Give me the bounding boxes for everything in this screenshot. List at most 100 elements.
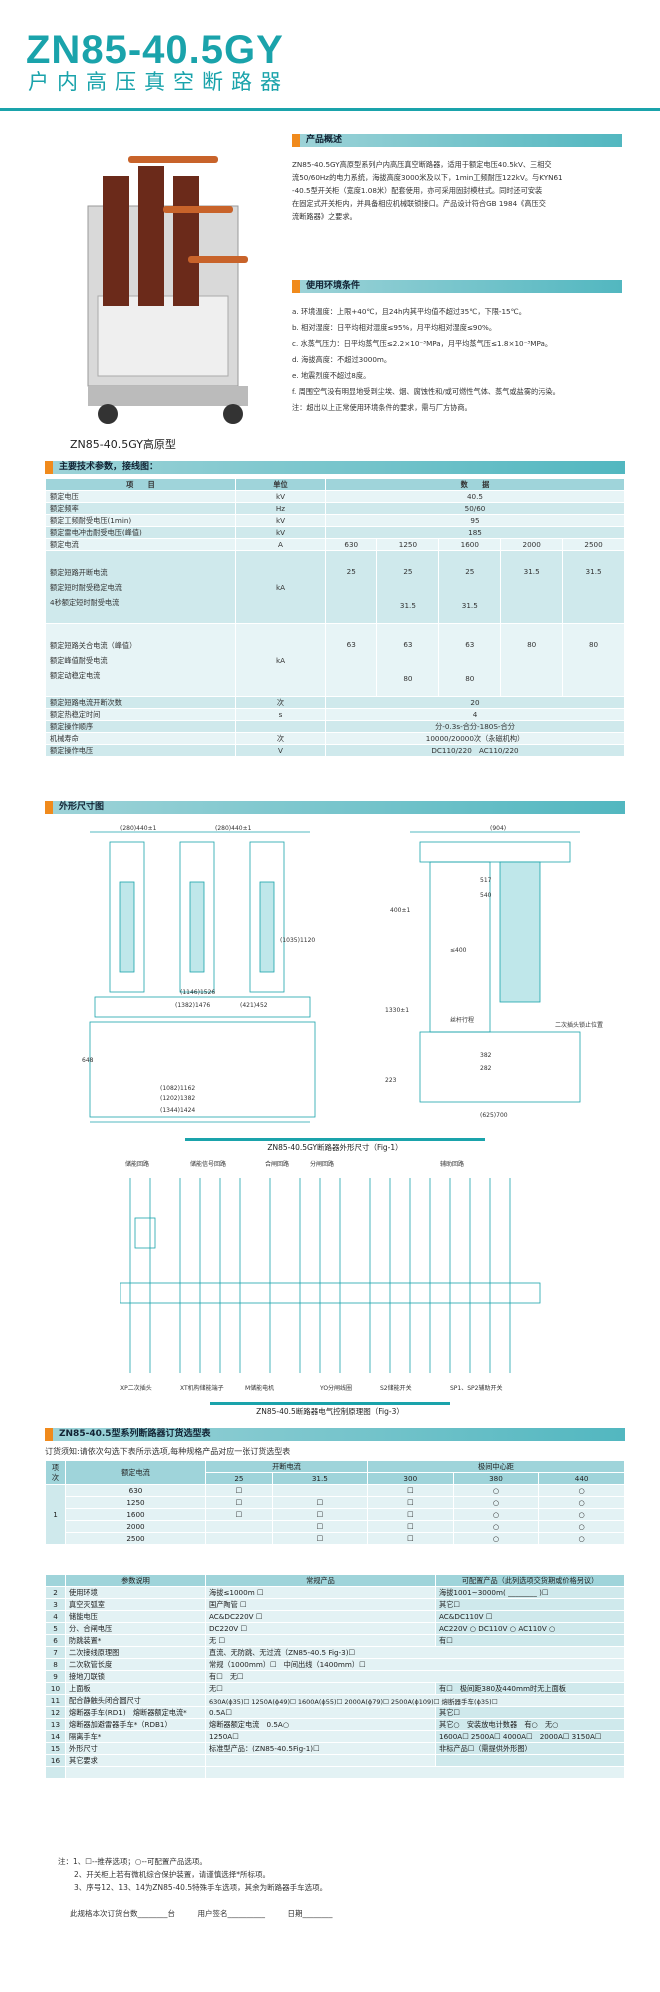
circuit-label: 合闸回路 (265, 1160, 289, 1168)
circuit-label: XP二次插头 (120, 1384, 152, 1392)
cell: 31.5 (562, 550, 625, 624)
radio[interactable]: ○ (538, 1496, 625, 1509)
checkbox[interactable]: ☐ (366, 1520, 454, 1533)
order-heading-text: ZN85-40.5型系列断路器订货选型表 (59, 1429, 211, 1439)
fig3-rule (210, 1402, 450, 1405)
circuit-label: 分闸回路 (310, 1160, 334, 1168)
dim-label: 二次插头锁止位置 (555, 1021, 603, 1029)
option-cell[interactable]: 有☐ 极间距380及440mm时无上面板 (435, 1682, 625, 1695)
checkbox[interactable]: ☐ (205, 1496, 273, 1509)
option-cell[interactable]: 1250A☐ (205, 1730, 436, 1743)
side-view-drawing: (904) 517 540 400±1 ≤400 1330±1 223 382 … (385, 825, 603, 1119)
radio[interactable]: ○ (452, 1520, 540, 1533)
checkbox[interactable]: ☐ (366, 1508, 454, 1521)
option-cell[interactable]: 有☐ 无☐ (205, 1670, 625, 1683)
option-cell[interactable]: AC&DC220V ☐ (205, 1610, 436, 1623)
cell: DC110/220 AC110/220 (325, 744, 625, 757)
radio[interactable]: ○ (538, 1508, 625, 1521)
cell: 1250 (65, 1496, 206, 1509)
checkbox[interactable]: ☐ (205, 1484, 273, 1497)
option-cell[interactable]: 熔断器额定电流 0.5A○ (205, 1718, 436, 1731)
dim-label: (1202)1382 (160, 1095, 195, 1102)
order-footer[interactable]: 此规格本次订货台数________台 用户签名__________ 日期____… (70, 1909, 333, 1918)
option-cell[interactable]: 直流、无防跳、无过流（ZN85-40.5 Fig-3)☐ (205, 1646, 625, 1659)
cell (271, 1484, 368, 1497)
radio[interactable]: ○ (452, 1496, 540, 1509)
option-cell[interactable] (435, 1754, 625, 1767)
option-cell[interactable] (205, 1754, 436, 1767)
radio[interactable]: ○ (538, 1484, 625, 1497)
option-cell[interactable]: 其它○ 安装放电计数器 有○ 无○ (435, 1718, 625, 1731)
option-cell[interactable]: 标准型产品：(ZN85-40.5Fig-1)☐ (205, 1742, 436, 1755)
radio[interactable]: ○ (452, 1532, 540, 1545)
table-row: 2500☐☐○○ (46, 1532, 625, 1545)
option-cell[interactable]: AC&DC110V ☐ (435, 1610, 625, 1623)
checkbox[interactable]: ☐ (271, 1496, 368, 1509)
cell: 分-0.3s-合分-180S-合分 (325, 720, 625, 733)
cell: 次 (235, 696, 326, 709)
radio[interactable]: ○ (452, 1508, 540, 1521)
dim-label: 382 (480, 1052, 492, 1059)
option-cell[interactable]: 无 ☐ (205, 1634, 436, 1647)
checkbox[interactable]: ☐ (366, 1496, 454, 1509)
checkbox[interactable]: ☐ (205, 1508, 273, 1521)
option-cell[interactable]: 0.5A☐ (205, 1706, 436, 1719)
table-row[interactable] (45, 1766, 625, 1779)
dim-label: (280)440±1 (215, 825, 252, 832)
cell: 额定工频耐受电压(1min) (45, 514, 236, 527)
option-cell[interactable]: AC220V ○ DC110V ○ AC110V ○ (435, 1622, 625, 1635)
value: 80 (588, 640, 599, 649)
cell: 接地刀联锁 (65, 1670, 206, 1683)
value: 25 (403, 567, 413, 576)
option-cell[interactable]: 常规（1000mm）☐ 中间出线（1400mm）☐ (205, 1658, 625, 1671)
option-cell[interactable]: 630A(ϕ35)☐ 1250A(ϕ49)☐ 1600A(ϕ55)☐ 2000A… (205, 1694, 625, 1707)
cell: Hz (235, 502, 326, 515)
option-cell[interactable]: 国产陶管 ☐ (205, 1598, 436, 1611)
cell: 25 (324, 550, 378, 624)
environment-heading: 使用环境条件 (292, 280, 622, 293)
cell: 防跳装置* (65, 1634, 206, 1647)
checkbox[interactable]: ☐ (271, 1520, 368, 1533)
option-cell[interactable]: 海拔1001~3000m( ________ )☐ (435, 1586, 625, 1599)
option-cell[interactable]: DC220V ☐ (205, 1622, 436, 1635)
radio[interactable]: ○ (538, 1532, 625, 1545)
radio[interactable]: ○ (538, 1520, 625, 1533)
cell: 项次 (45, 1460, 66, 1485)
circuit-label: YO分闸线圈 (319, 1384, 352, 1392)
checkbox[interactable]: ☐ (271, 1532, 368, 1545)
dim-label: 540 (480, 892, 492, 899)
option-cell[interactable]: 海拔≤1000m ☐ (205, 1586, 436, 1599)
cell: 二次接线原理图 (65, 1646, 206, 1659)
option-cell[interactable]: 有☐ (435, 1634, 625, 1647)
option-cell[interactable]: 无☐ (205, 1682, 436, 1695)
title-rule (0, 108, 660, 111)
option-cell[interactable]: 其它☐ (435, 1706, 625, 1719)
radio[interactable]: ○ (452, 1484, 540, 1497)
checkbox[interactable]: ☐ (271, 1508, 368, 1521)
cell: 25 (205, 1472, 273, 1485)
option-cell[interactable]: 1600A☐ 2500A☐ 4000A☐ 2000A☐ 3150A☐ (435, 1730, 625, 1743)
checkbox[interactable]: ☐ (366, 1532, 454, 1545)
option-cell[interactable] (205, 1766, 625, 1779)
dims-heading-text: 外形尺寸图 (59, 802, 105, 812)
option-cell[interactable]: 其它☐ (435, 1598, 625, 1611)
circuit-label: SP1、SP2辅助开关 (450, 1384, 503, 1392)
checkbox[interactable]: ☐ (366, 1484, 454, 1497)
option-cell[interactable]: 非标产品☐（需提供外形图） (435, 1742, 625, 1755)
